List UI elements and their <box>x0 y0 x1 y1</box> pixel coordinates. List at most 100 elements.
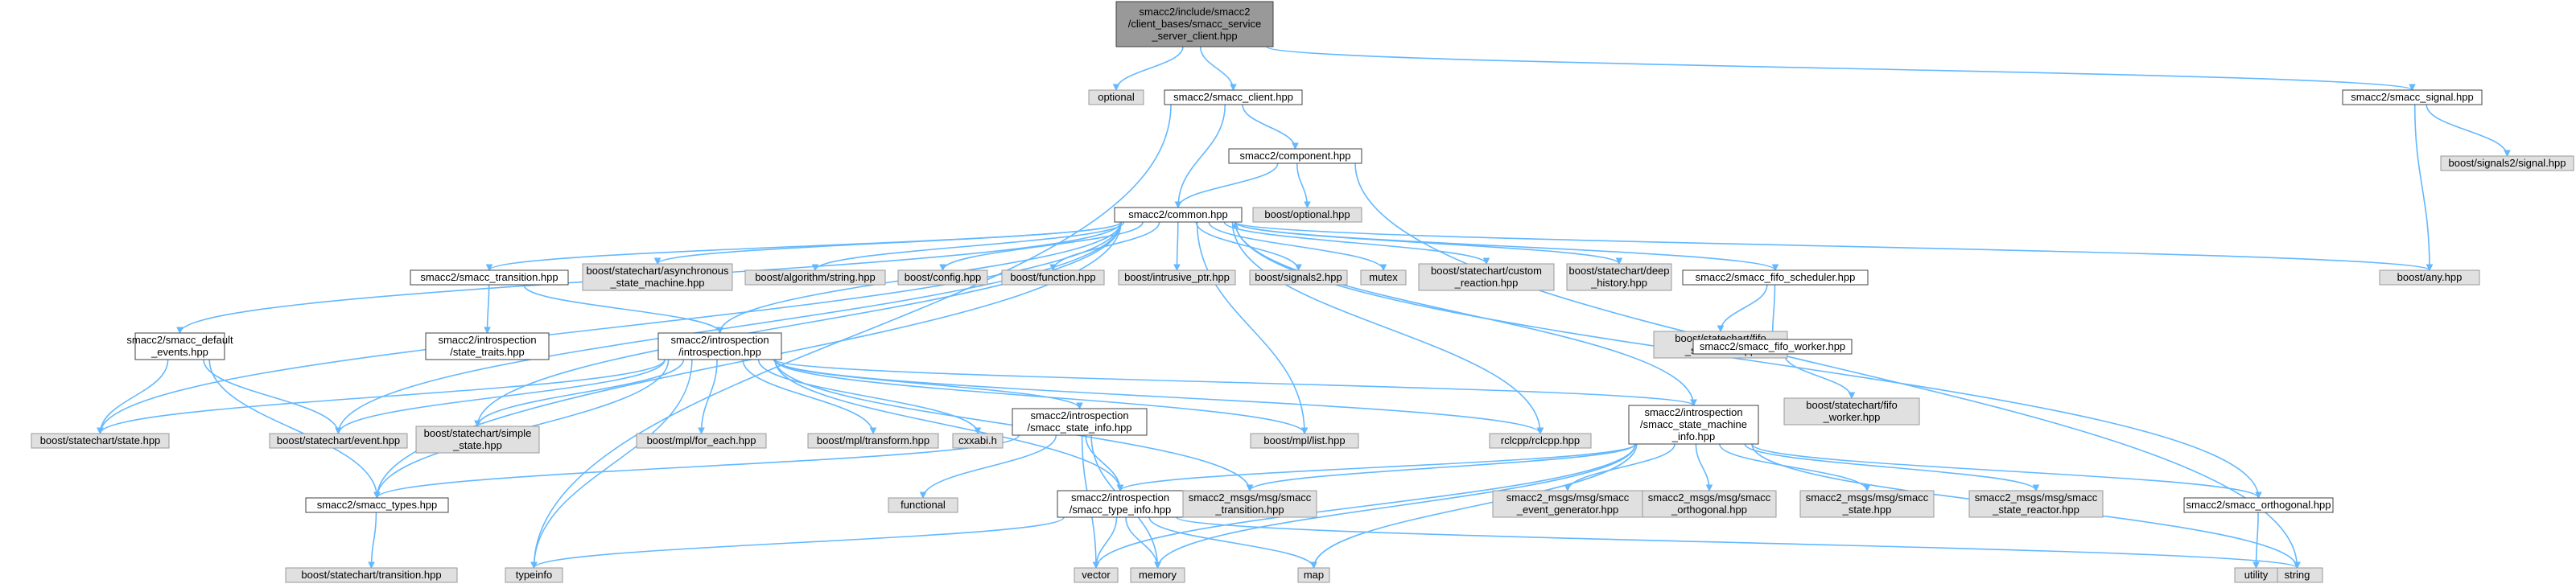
arrowhead-introspection-to-eventhpp <box>335 427 342 435</box>
edge-root-to-signal <box>1266 46 2413 91</box>
arrowhead-common-to-transition <box>485 264 493 272</box>
edge-introspection-to-mpltransform <box>742 359 874 434</box>
node-box-rclcpp <box>1489 433 1592 449</box>
edge-smachineinfo-to-msgstate <box>1719 443 1868 491</box>
node-statetraits[interactable]: smacc2/introspection/state_traits.hpp <box>425 332 550 360</box>
arrowhead-introspection-to-mpllist <box>1300 427 1309 435</box>
node-label: mutex <box>1369 271 1398 283</box>
edge-signal-to-anyhpp <box>2413 104 2430 271</box>
node-box-signal <box>2342 89 2483 105</box>
node-vector: vector <box>1074 567 1119 583</box>
edge-smachineinfo-to-msgreactor <box>1744 443 2037 491</box>
node-memory: memory <box>1130 567 1185 583</box>
edge-component-to-boostoptional <box>1296 162 1309 208</box>
node-orthogonal[interactable]: smacc2/smacc_orthogonal.hpp <box>2183 497 2334 513</box>
node-box-functional <box>888 497 958 513</box>
node-client[interactable]: smacc2/smacc_client.hpp <box>1164 89 1303 105</box>
node-statehpp: boost/statechart/state.hpp <box>31 433 170 449</box>
edge-common-to-signals2 <box>1195 221 1300 271</box>
node-introspection[interactable]: smacc2/introspection/introspection.hpp <box>657 332 782 360</box>
node-label: _history.hpp <box>1590 277 1647 289</box>
node-label: optional <box>1098 91 1135 103</box>
edge-introspection-to-statehpp <box>99 359 666 434</box>
arrowhead-typeinfohpp-to-vector <box>1092 561 1100 569</box>
node-component[interactable]: smacc2/component.hpp <box>1228 148 1362 164</box>
node-box-intrusive <box>1118 269 1236 286</box>
node-signals2: boost/signals2.hpp <box>1249 269 1348 286</box>
arrowhead-smachineinfo-to-msgstate <box>1863 484 1871 492</box>
edge-layer <box>97 46 2511 569</box>
edge-introspection-to-foreach <box>700 359 718 434</box>
arrowhead-typeinfohpp-to-string <box>2294 561 2301 569</box>
node-smachineinfo[interactable]: smacc2/introspection/smacc_state_machine… <box>1628 405 1759 445</box>
node-typeinfohpp[interactable]: smacc2/introspection/smacc_type_info.hpp <box>1057 490 1184 518</box>
node-label: boost/statechart/event.hpp <box>277 434 400 446</box>
arrowhead-introspection-to-statehpp <box>97 427 104 435</box>
node-box-async <box>582 263 733 291</box>
node-label: _events.hpp <box>150 346 208 358</box>
edge-introspection-to-eventhpp <box>337 359 666 434</box>
node-label: boost/intrusive_ptr.hpp <box>1124 271 1230 283</box>
node-msgstate: smacc2_msgs/msg/smacc_state.hpp <box>1799 490 1935 518</box>
node-fifoworker[interactable]: smacc2/smacc_fifo_worker.hpp <box>1692 339 1853 355</box>
edge-typeinfohpp-to-typeinfo <box>533 516 1065 569</box>
node-box-stateinfo <box>1012 408 1148 436</box>
edge-component-to-string <box>1354 162 2298 569</box>
arrowhead-smachineinfo-to-typeinfohpp <box>1116 484 1124 492</box>
edge-introspection-to-cxxabi <box>757 359 979 434</box>
node-boostoptional: boost/optional.hpp <box>1252 207 1362 223</box>
node-label: map <box>1304 569 1324 581</box>
edge-common-to-async <box>657 221 1122 265</box>
edge-introspection-to-typeinfo <box>533 359 693 569</box>
edge-smachineinfo-to-typeinfohpp <box>1119 443 1636 491</box>
arrowhead-typeinfohpp-to-map <box>1310 561 1317 569</box>
edge-orthogonal-to-utility <box>2255 512 2259 569</box>
node-box-function <box>1001 269 1105 286</box>
node-fifosched[interactable]: smacc2/smacc_fifo_scheduler.hpp <box>1682 269 1869 286</box>
arrowhead-introspection-to-simplestate <box>474 420 481 428</box>
node-label: smacc2/introspection <box>438 334 536 346</box>
node-config: boost/config.hpp <box>897 269 988 286</box>
node-defevents[interactable]: smacc2/smacc_default_events.hpp <box>126 332 233 360</box>
node-label: smacc2/introspection <box>1071 491 1169 504</box>
arrowhead-smachineinfo-to-msgtransition <box>1246 484 1254 492</box>
arrowhead-introspection-to-mpltransform <box>869 427 877 435</box>
node-label: /smacc_type_info.hpp <box>1070 504 1171 516</box>
edge-stateinfo-to-functional <box>922 434 1057 499</box>
node-label: smacc2/include/smacc2 <box>1140 6 1251 18</box>
arrowhead-root-to-client <box>1230 84 1237 92</box>
arrowhead-orthogonal-to-utility <box>2252 561 2260 569</box>
edge-introspection-to-mpllist <box>774 359 1305 434</box>
node-label: _worker.hpp <box>1823 411 1881 423</box>
node-transition[interactable]: smacc2/smacc_transition.hpp <box>410 269 569 286</box>
node-box-introspection <box>657 332 782 360</box>
node-box-map <box>1297 567 1330 583</box>
node-msgorthogonal: smacc2_msgs/msg/smacc_orthogonal.hpp <box>1642 490 1777 518</box>
node-stateinfo[interactable]: smacc2/introspection/smacc_state_info.hp… <box>1012 408 1148 436</box>
arrowhead-root-to-signal <box>2409 84 2416 92</box>
node-box-vector <box>1074 567 1119 583</box>
edge-component-to-common <box>1177 162 1279 208</box>
node-label: boost/mpl/list.hpp <box>1263 434 1345 446</box>
node-msgeventgen: smacc2_msgs/msg/smacc_event_generator.hp… <box>1492 490 1643 518</box>
arrowhead-introspection-to-smachineinfo <box>1690 399 1697 407</box>
arrowhead-typeinfohpp-to-typeinfo <box>530 561 538 569</box>
arrowhead-stateinfo-to-types <box>373 491 381 500</box>
node-box-msgreactor <box>1968 490 2104 518</box>
edge-smachineinfo-to-map <box>1313 443 1638 569</box>
node-box-defevents <box>134 332 225 360</box>
arrowhead-component-to-common <box>1174 201 1182 209</box>
node-signal[interactable]: smacc2/smacc_signal.hpp <box>2342 89 2483 105</box>
node-label: smacc2/introspection <box>1030 409 1128 421</box>
node-root[interactable]: smacc2/include/smacc2/client_bases/smacc… <box>1115 1 1274 47</box>
edge-typeinfohpp-to-memory <box>1125 516 1159 569</box>
node-types[interactable]: smacc2/smacc_types.hpp <box>305 497 449 513</box>
node-box-anyhpp <box>2379 269 2480 286</box>
node-eventhpp: boost/statechart/event.hpp <box>269 433 408 449</box>
arrowhead-introspection-to-rclcpp <box>1536 427 1544 435</box>
node-box-statetraits <box>425 332 550 360</box>
edge-typeinfohpp-to-map <box>1148 516 1315 569</box>
node-common[interactable]: smacc2/common.hpp <box>1114 207 1243 223</box>
edge-common-to-intrusive <box>1176 221 1179 271</box>
node-algostring: boost/algorithm/string.hpp <box>744 269 886 286</box>
